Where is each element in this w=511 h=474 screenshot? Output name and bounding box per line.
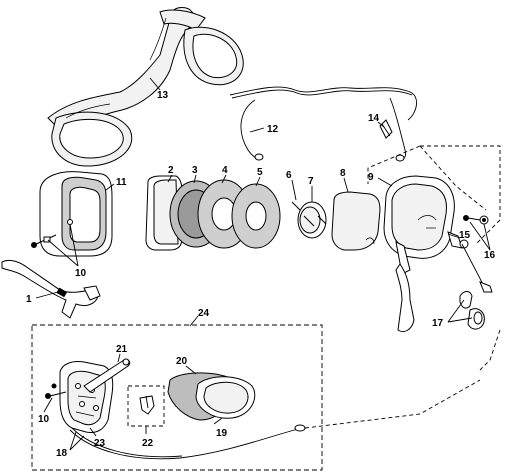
callout-2: 2 (168, 165, 174, 176)
callout-9: 9 (368, 172, 374, 183)
clip-icon (459, 291, 485, 330)
mic-cable-icon (69, 427, 303, 460)
leader-10a (69, 223, 79, 267)
callout-19: 19 (216, 428, 228, 439)
screw-icon (31, 234, 57, 248)
headband-strap-icon (47, 7, 244, 167)
callout-8: 8 (340, 168, 346, 179)
callout-18: 18 (56, 448, 68, 459)
leader-23 (89, 427, 97, 437)
leader-16-b (469, 221, 491, 251)
earcup-icon (383, 175, 455, 333)
leader-15 (447, 233, 461, 239)
callout-20: 20 (176, 356, 188, 367)
leader-16 (483, 223, 491, 251)
leader-2 (167, 174, 173, 183)
leader-8 (343, 177, 349, 193)
leader-14 (377, 121, 385, 128)
leader-3 (193, 174, 197, 184)
leader-18 (69, 431, 77, 451)
leader-17 (447, 299, 465, 323)
callout-24: 24 (198, 308, 210, 319)
callout-13: 13 (157, 90, 169, 101)
callout-23: 23 (94, 438, 106, 449)
leader-4 (221, 174, 227, 184)
callout-5: 5 (257, 167, 263, 178)
callout-4: 4 (222, 165, 228, 176)
callout-16: 16 (484, 250, 496, 261)
pin-icon (291, 201, 301, 211)
dashed-connector (420, 145, 501, 245)
callout-3: 3 (192, 165, 198, 176)
leader-9 (377, 177, 393, 187)
boom-arm-icon (1, 259, 101, 319)
cup-liner-icon (331, 191, 381, 251)
leader-18-b (69, 435, 85, 451)
callout-21: 21 (116, 344, 128, 355)
leader-13 (149, 77, 161, 91)
leader-10a-b (47, 239, 79, 267)
boom-rod-icon (83, 358, 131, 393)
mic-cable-icon (71, 427, 183, 458)
callout-22: 22 (142, 438, 154, 449)
dashed-connector (367, 145, 421, 184)
leader-6 (291, 179, 297, 201)
cord-icon (229, 86, 417, 162)
callout-11: 11 (116, 177, 127, 188)
connector-plug-icon (294, 424, 306, 432)
callout-7: 7 (308, 176, 314, 187)
ring-icon (231, 183, 281, 249)
subassembly-box (31, 324, 323, 471)
callout-17: 17 (432, 318, 444, 329)
callout-10-bottom: 10 (38, 414, 50, 425)
clip-icon (139, 395, 155, 415)
callout-15: 15 (459, 230, 471, 241)
screw-icon (463, 215, 489, 225)
callout-12: 12 (267, 124, 279, 135)
dashed-connector (304, 379, 481, 429)
callout-10-top: 10 (75, 268, 87, 279)
dashed-connector (419, 145, 487, 211)
leader-17-b (447, 317, 473, 323)
callout-6: 6 (286, 170, 292, 181)
fastener-icon (447, 231, 493, 293)
leader-21 (117, 353, 121, 363)
leader-11 (105, 183, 115, 191)
leader-1 (35, 291, 59, 299)
leader-20 (185, 365, 197, 375)
callout-14: 14 (368, 113, 380, 124)
windscreen-icon (167, 372, 256, 421)
clip-icon (379, 119, 393, 139)
speaker-icon (297, 201, 327, 239)
leader-24 (189, 315, 199, 327)
dashed-connector (479, 329, 501, 371)
ear-pad-icon (39, 171, 113, 257)
leader-12 (249, 127, 265, 133)
leader-10b (43, 397, 53, 413)
callout-1: 1 (26, 294, 32, 305)
leader-19 (213, 417, 223, 425)
leader-5 (255, 176, 261, 187)
screw-icon (45, 383, 67, 399)
